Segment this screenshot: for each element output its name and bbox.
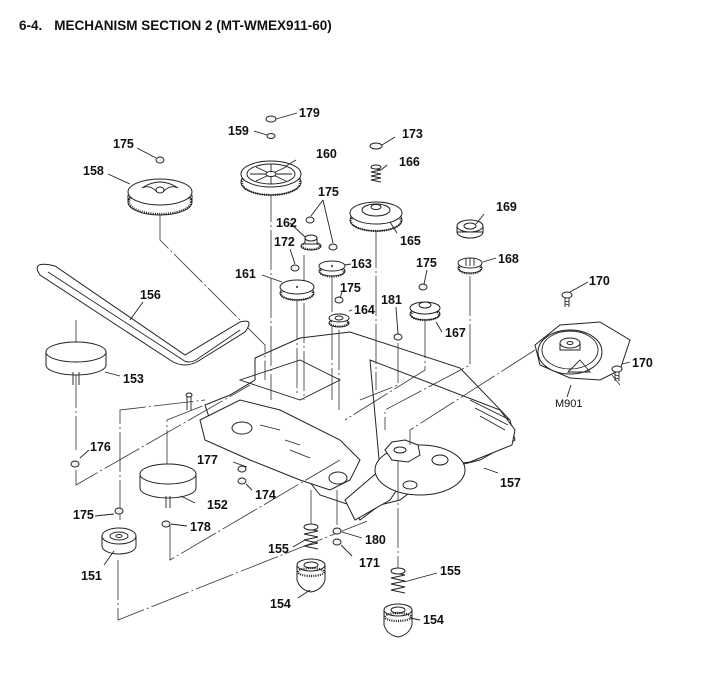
label-177: 177 — [197, 453, 218, 467]
label-175-d: 175 — [416, 256, 437, 270]
label-175-a: 175 — [113, 137, 134, 151]
label-154-left: 154 — [270, 597, 291, 611]
washer-179 — [265, 115, 277, 123]
label-173: 173 — [402, 127, 423, 141]
assembly-guide-lines — [75, 182, 621, 621]
washer-175-e — [418, 283, 428, 291]
washer-173 — [369, 142, 383, 150]
washer-159 — [266, 133, 276, 139]
label-161: 161 — [235, 267, 256, 281]
label-166: 166 — [399, 155, 420, 169]
gear-162 — [300, 234, 322, 251]
label-164: 164 — [354, 303, 375, 317]
spring-166 — [370, 164, 382, 183]
section-number: 6-4. — [19, 18, 43, 33]
washer-174 — [237, 477, 247, 485]
washer-178 — [161, 520, 171, 528]
washer-175-a — [155, 156, 165, 164]
washer-175-b — [305, 216, 315, 224]
label-175-e: 175 — [73, 508, 94, 522]
label-171: 171 — [359, 556, 380, 570]
label-180: 180 — [365, 533, 386, 547]
label-153: 153 — [123, 372, 144, 386]
section-heading: MECHANISM SECTION 2 (MT-WMEX911-60) — [54, 18, 332, 33]
washer-175-d — [334, 296, 344, 304]
label-155-left: 155 — [268, 542, 289, 556]
label-174: 174 — [255, 488, 276, 502]
label-158: 158 — [83, 164, 104, 178]
washer-177 — [237, 465, 247, 473]
gear-164 — [328, 313, 350, 328]
washer-172 — [290, 264, 300, 272]
section-title: 6-4. MECHANISM SECTION 2 (MT-WMEX911-60) — [19, 18, 332, 33]
label-179: 179 — [299, 106, 320, 120]
label-156: 156 — [140, 288, 161, 302]
gear-161 — [279, 279, 315, 302]
washer-175-c — [328, 243, 338, 251]
label-165: 165 — [400, 234, 421, 248]
insulator-154-left — [296, 558, 326, 593]
insulator-154-right — [383, 603, 413, 638]
washer-181 — [393, 333, 403, 341]
gear-160 — [240, 160, 302, 197]
label-m901: M901 — [555, 398, 583, 410]
label-170-top: 170 — [589, 274, 610, 288]
label-175-c: 175 — [340, 281, 361, 295]
label-154-right: 154 — [423, 613, 444, 627]
label-162: 162 — [276, 216, 297, 230]
label-172: 172 — [274, 235, 295, 249]
washer-176 — [70, 460, 80, 468]
label-155-right: 155 — [440, 564, 461, 578]
washer-175-f — [114, 507, 124, 515]
label-160: 160 — [316, 147, 337, 161]
flywheel-152 — [139, 463, 197, 508]
label-163: 163 — [351, 257, 372, 271]
label-167: 167 — [445, 326, 466, 340]
small-washers — [70, 115, 428, 546]
pulley-151 — [101, 527, 137, 555]
gear-163 — [318, 260, 346, 278]
part-labels: 179 159 160 175 158 173 166 175 162 172 … — [73, 106, 653, 627]
spring-155-left — [303, 523, 319, 550]
gear-165 — [349, 201, 403, 233]
label-157: 157 — [500, 476, 521, 490]
belt-156 — [36, 263, 250, 366]
spring-155-right — [390, 567, 406, 594]
label-176: 176 — [90, 440, 111, 454]
motor-m901 — [534, 321, 631, 381]
label-159: 159 — [228, 124, 249, 138]
washer-180 — [332, 527, 342, 535]
label-151: 151 — [81, 569, 102, 583]
screw-170-top — [561, 291, 573, 307]
ring-169 — [456, 219, 484, 239]
flywheel-153 — [45, 341, 107, 385]
label-181: 181 — [381, 293, 402, 307]
chassis-157 — [185, 331, 516, 521]
screw-170-right — [611, 365, 623, 381]
label-170-right: 170 — [632, 356, 653, 370]
gear-168 — [457, 257, 483, 275]
gear-158 — [127, 178, 193, 216]
label-152: 152 — [207, 498, 228, 512]
callout-leaders — [79, 112, 631, 621]
label-178: 178 — [190, 520, 211, 534]
washer-171 — [332, 538, 342, 546]
label-169: 169 — [496, 200, 517, 214]
gear-167 — [409, 301, 441, 322]
label-168: 168 — [498, 252, 519, 266]
label-175-b: 175 — [318, 185, 339, 199]
